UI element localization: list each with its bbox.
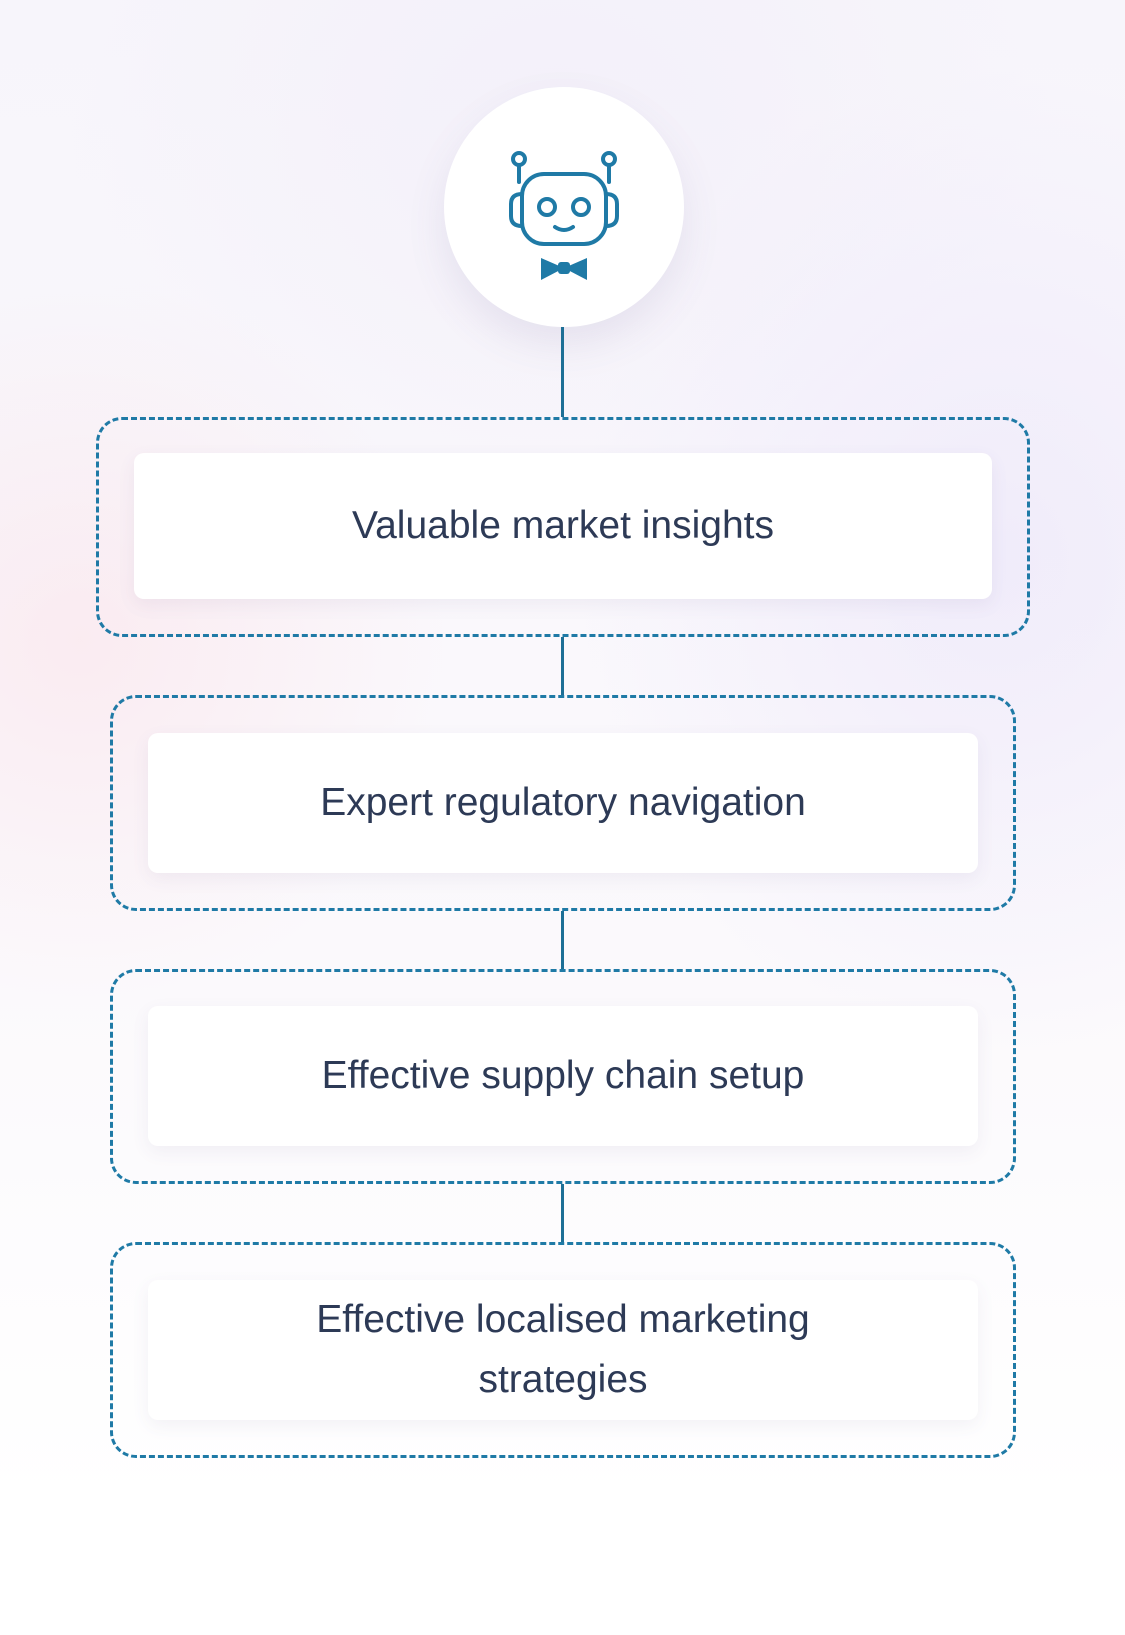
connector-line — [561, 911, 564, 969]
step-label: Expert regulatory navigation — [320, 781, 806, 824]
connector-line — [561, 637, 564, 695]
step-card-4: Effective localised marketing strategies — [148, 1280, 978, 1420]
step-group-3 — [110, 969, 1016, 1184]
step-card-1: Valuable market insights — [134, 453, 992, 599]
step-group-1 — [96, 417, 1030, 637]
robot-avatar — [444, 87, 684, 327]
step-group-4 — [110, 1242, 1016, 1458]
connector-line — [561, 327, 564, 417]
step-group-2 — [110, 695, 1016, 911]
connector-line — [561, 1184, 564, 1242]
step-label: Valuable market insights — [352, 504, 774, 547]
step-card-3: Effective supply chain setup — [148, 1006, 978, 1146]
step-card-2: Expert regulatory navigation — [148, 733, 978, 873]
step-label: Effective supply chain setup — [321, 1054, 805, 1097]
step-label: Effective localised marketing strategies — [316, 1298, 810, 1401]
robot-icon — [509, 151, 619, 280]
